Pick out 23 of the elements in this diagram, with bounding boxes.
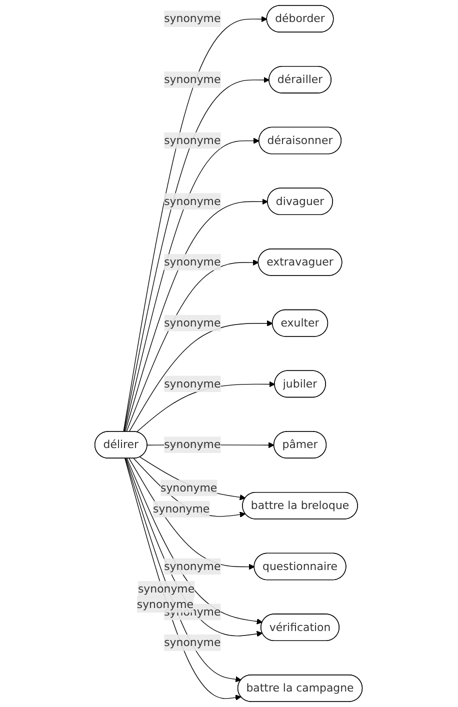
arrow [124, 138, 260, 432]
edge-label: synonyme [164, 316, 222, 330]
arrow [134, 458, 246, 518]
arrow [140, 456, 246, 500]
edge-label: synonyme [164, 560, 222, 573]
arrow [125, 198, 268, 432]
edge-label: synonyme [164, 134, 222, 147]
edge-label: synonyme [164, 377, 222, 390]
edge-label: synonyme [164, 255, 222, 268]
edge-label: synonyme [164, 636, 222, 649]
edge-label: synonyme [154, 502, 210, 516]
edge-label: synonyme [164, 12, 222, 25]
arrow [129, 458, 256, 570]
edge-label: synonyme [160, 481, 218, 494]
arrow [126, 260, 260, 432]
edge-label: synonyme [138, 582, 196, 596]
arrow [124, 16, 268, 432]
arrow [124, 76, 270, 432]
edge-label: synonyme [164, 438, 222, 451]
edge-label: synonyme [164, 72, 222, 86]
arrow [129, 320, 274, 432]
edge-label: synonyme [164, 194, 222, 208]
edge-label: synonyme [137, 598, 194, 611]
